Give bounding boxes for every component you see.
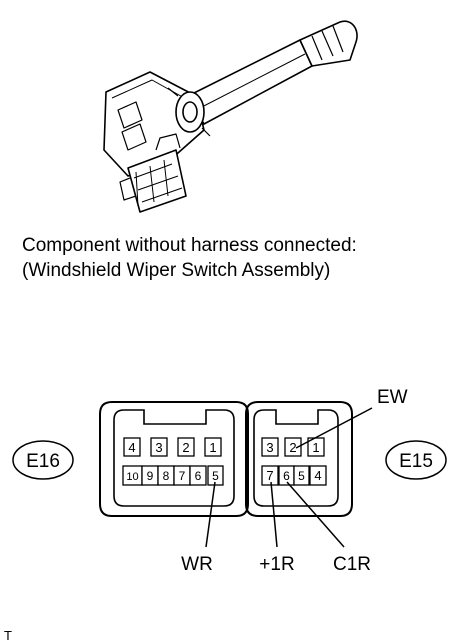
terminal-label-ew: EW bbox=[377, 387, 408, 408]
e16-pin-label: 3 bbox=[155, 440, 162, 455]
e15-pin-label: 6 bbox=[283, 469, 290, 483]
e15-pin-label: 3 bbox=[266, 440, 273, 455]
c1r-leader-line bbox=[286, 481, 345, 548]
e15-pin bbox=[284, 437, 302, 457]
e15-pin bbox=[261, 437, 279, 457]
wr-leader-line bbox=[205, 481, 216, 548]
e15-pin-label: 1 bbox=[312, 440, 319, 455]
e16-pin-label: 4 bbox=[128, 440, 135, 455]
e16-pin bbox=[207, 465, 224, 486]
e16-pin-label: 6 bbox=[195, 469, 202, 483]
terminal-label-plus1r: +1R bbox=[259, 554, 294, 575]
e15-pin bbox=[261, 465, 279, 486]
e16-id-ellipse bbox=[12, 440, 74, 480]
e15-id-label: E15 bbox=[399, 451, 433, 472]
e16-pin-label: 7 bbox=[179, 469, 186, 483]
connector-e15: 3 2 1 7 6 5 4 bbox=[245, 401, 353, 517]
connector-e16: 4 3 2 1 10 9 8 7 6 5 bbox=[99, 401, 249, 517]
e16-pin-label: 5 bbox=[212, 469, 219, 483]
e16-pin-label: 8 bbox=[163, 469, 170, 483]
e16-pin bbox=[150, 437, 168, 457]
e16-pin bbox=[177, 437, 195, 457]
leader-lines bbox=[205, 407, 373, 548]
e16-pin-label: 2 bbox=[182, 440, 189, 455]
terminal-label-c1r: C1R bbox=[333, 554, 371, 575]
e15-pin bbox=[309, 465, 327, 486]
e15-pin bbox=[293, 465, 310, 486]
wiper-switch-illustration bbox=[103, 20, 358, 213]
e16-id-label: E16 bbox=[26, 451, 60, 472]
e15-pin-label: 2 bbox=[289, 440, 296, 455]
plus1r-leader-line bbox=[270, 481, 278, 548]
caption-line-1: Component without harness connected: bbox=[22, 235, 357, 256]
e16-pin-label: 9 bbox=[147, 469, 154, 483]
caption-line-2: (Windshield Wiper Switch Assembly) bbox=[22, 260, 331, 281]
e16-pin bbox=[189, 465, 207, 486]
e16-pin-label: 1 bbox=[209, 440, 216, 455]
e16-pin-label: 10 bbox=[126, 471, 138, 483]
e15-id-ellipse bbox=[385, 440, 447, 480]
terminal-label-wr: WR bbox=[181, 554, 213, 575]
e15-pin-label: 7 bbox=[266, 468, 273, 483]
component-caption: Component without harness connected: (Wi… bbox=[22, 233, 462, 283]
ew-leader-line bbox=[295, 407, 373, 449]
footer-mark: T bbox=[4, 628, 12, 643]
e16-pin bbox=[123, 437, 141, 457]
e15-pin-label: 5 bbox=[298, 469, 305, 483]
e16-pin bbox=[204, 437, 222, 457]
e15-pin-label: 4 bbox=[314, 468, 321, 483]
